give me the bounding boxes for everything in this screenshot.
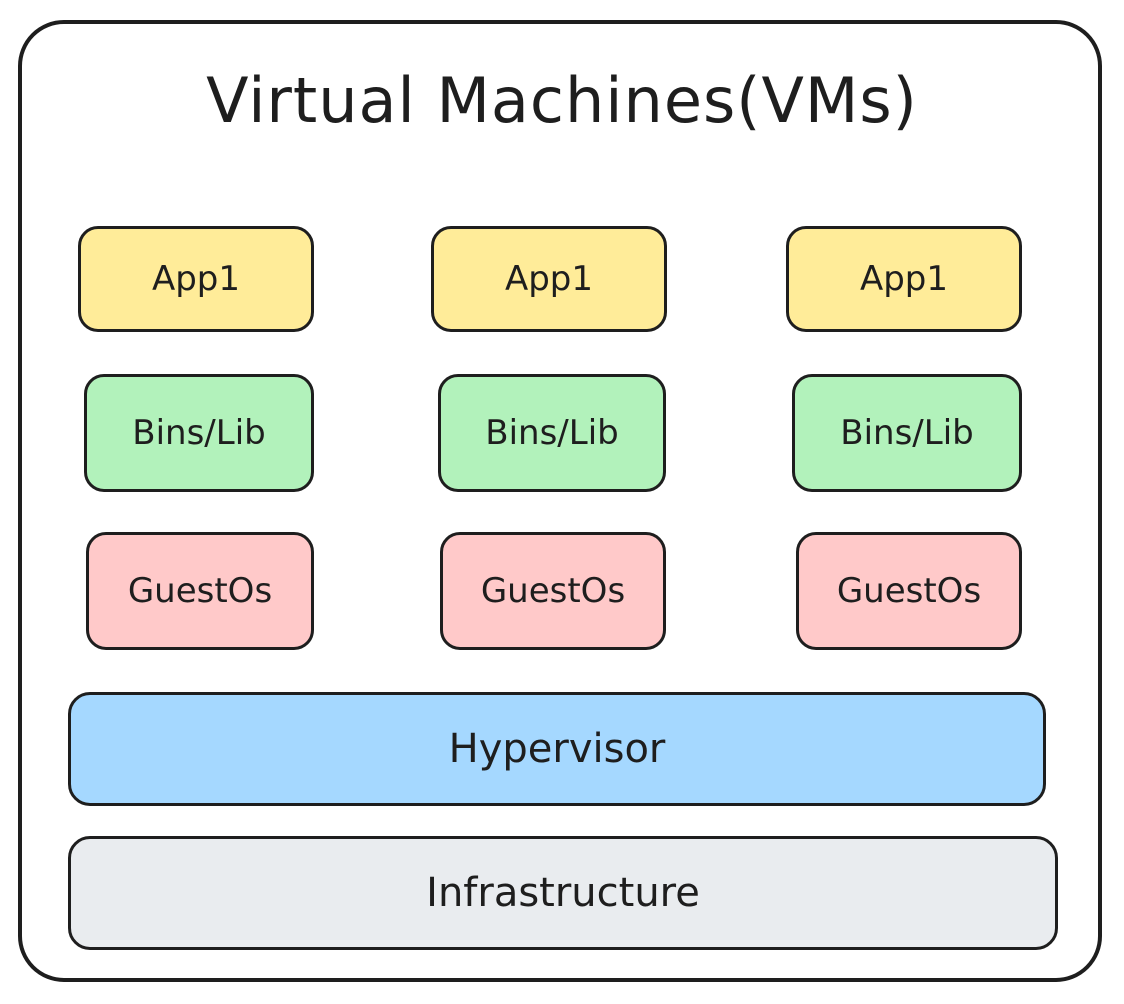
vm-3-app-box: App1 [786, 226, 1022, 332]
vm-2-app-box: App1 [431, 226, 667, 332]
vm-1-guest-os-box: GuestOs [86, 532, 314, 650]
infrastructure-layer: Infrastructure [68, 836, 1058, 950]
vm-3-bins-box: Bins/Lib [792, 374, 1022, 492]
vm-2-guest-os-box: GuestOs [440, 532, 666, 650]
vm-1-app-box: App1 [78, 226, 314, 332]
vm-2-bins-box: Bins/Lib [438, 374, 666, 492]
diagram-title: Virtual Machines(VMs) [206, 64, 918, 137]
diagram-frame [18, 20, 1102, 982]
vm-1-bins-box: Bins/Lib [84, 374, 314, 492]
vm-3-guest-os-box: GuestOs [796, 532, 1022, 650]
hypervisor-layer: Hypervisor [68, 692, 1046, 806]
